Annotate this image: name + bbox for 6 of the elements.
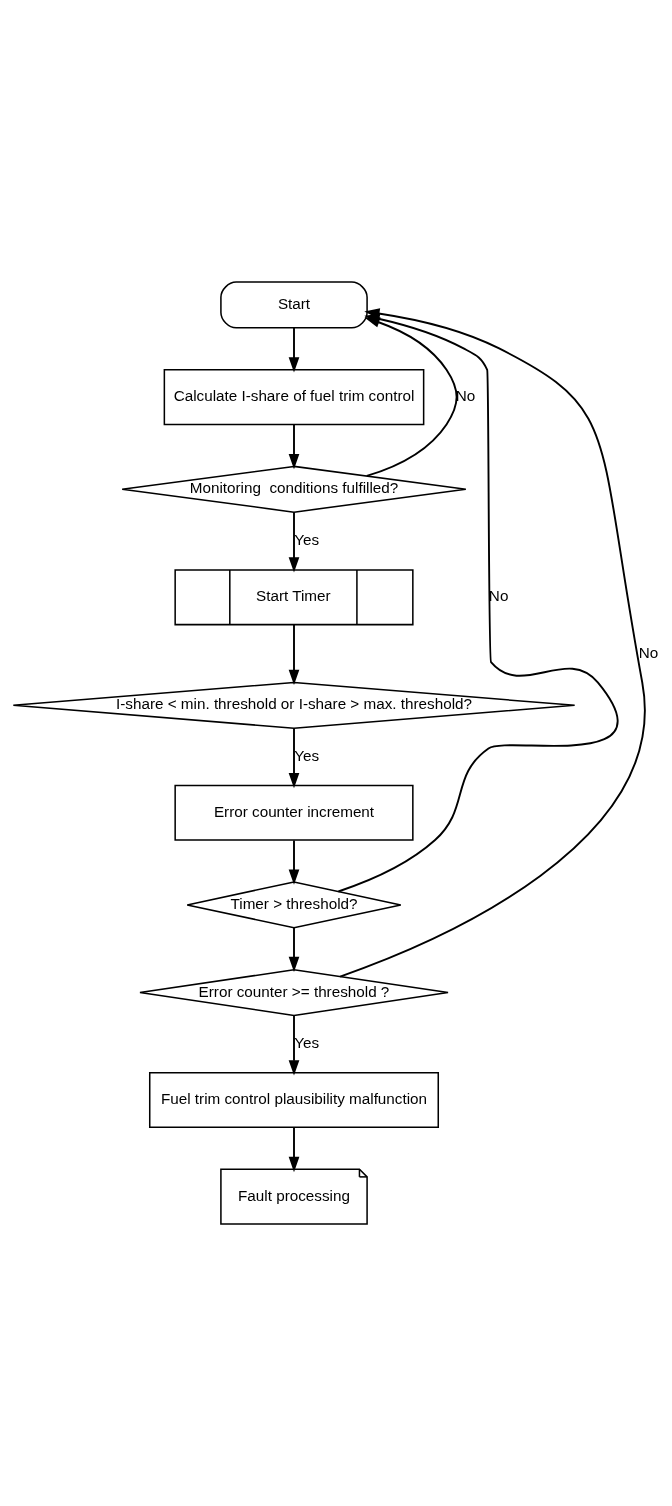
- edge-label: No: [488, 587, 509, 605]
- edge-label: Yes: [294, 530, 320, 548]
- edge-label: No: [638, 643, 659, 661]
- edge-label: Yes: [294, 746, 320, 764]
- edge-label: No: [455, 387, 476, 405]
- edge-label: Yes: [294, 1034, 320, 1052]
